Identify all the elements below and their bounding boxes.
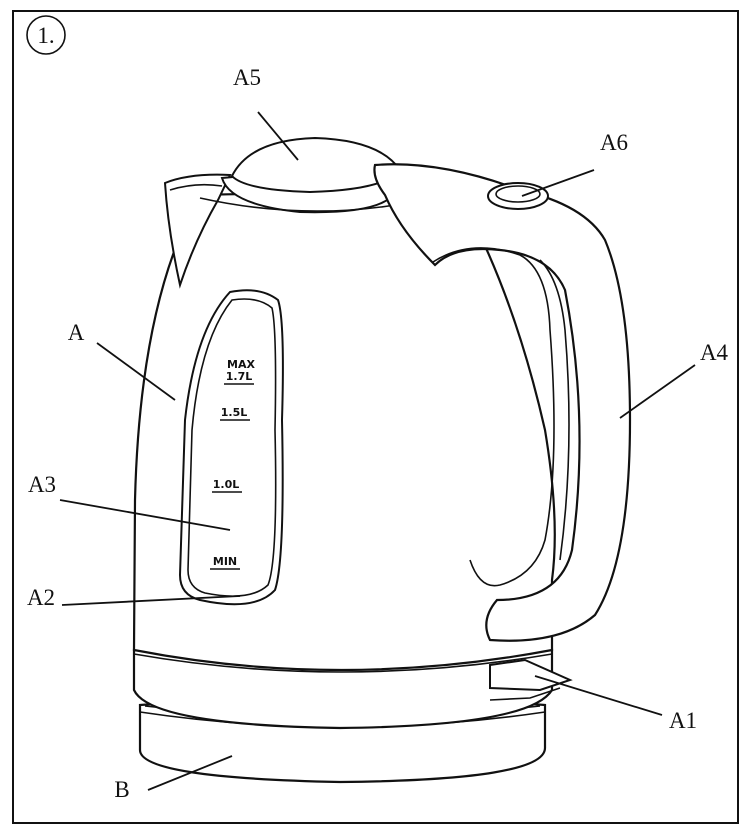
spout [163, 173, 232, 289]
kettle-drawing: MAX 1.7L 1.5L 1.0L MIN [132, 136, 632, 784]
mark-min: MIN [213, 555, 237, 568]
window-markings: MAX 1.7L 1.5L 1.0L MIN [210, 358, 255, 570]
figure-number-badge: 1. [26, 15, 66, 55]
leader-a2 [61, 595, 241, 606]
mark-max-volume: 1.7L [226, 370, 253, 383]
leader-a6 [521, 169, 595, 197]
leader-a4 [619, 364, 696, 419]
handle [373, 163, 632, 642]
mark-1-5l: 1.5L [221, 406, 248, 419]
leader-a3 [59, 499, 231, 531]
power-switch [489, 658, 573, 692]
label-a2: A2 [27, 585, 55, 610]
power-switch-edge [489, 687, 561, 701]
label-b: B [114, 777, 129, 802]
mark-1-0l: 1.0L [213, 478, 240, 491]
figure-number: 1. [37, 23, 54, 48]
figure-number-circle [26, 15, 66, 55]
lid-shoulder-line [199, 197, 396, 212]
lid-release-button-top [495, 185, 541, 203]
mark-max: MAX [227, 358, 255, 371]
leader-lines [59, 111, 696, 791]
label-a3: A3 [28, 472, 56, 497]
label-a: A [68, 320, 85, 345]
figure-frame [12, 10, 739, 824]
label-a4: A4 [700, 340, 729, 365]
part-labels: A5 A6 A A4 A3 A2 A1 B [27, 65, 729, 802]
label-a5: A5 [233, 65, 261, 90]
label-a1: A1 [669, 708, 697, 733]
label-a6: A6 [600, 130, 628, 155]
leader-b [147, 755, 233, 791]
leader-a [96, 342, 176, 401]
kettle-lower-band-line [133, 653, 553, 673]
leader-a1 [534, 675, 663, 716]
lid-release-button [487, 182, 549, 210]
water-level-window-inner [187, 298, 277, 597]
spout-inner [169, 183, 223, 191]
handle-inner-edge [432, 247, 555, 587]
leader-a5 [257, 111, 299, 161]
handle-grip-line [539, 259, 570, 561]
